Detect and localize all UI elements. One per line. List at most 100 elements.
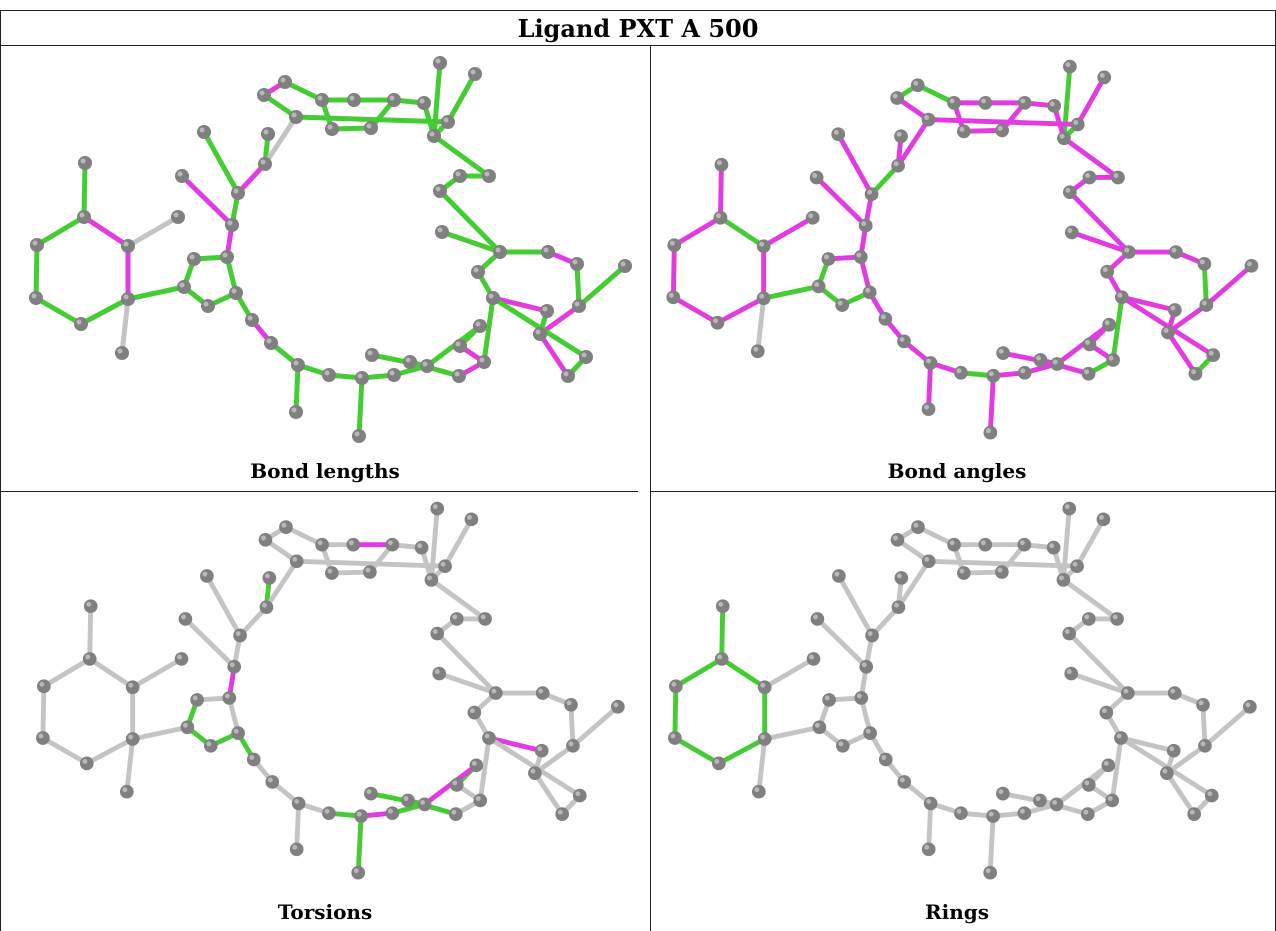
atom-highlight bbox=[1103, 760, 1109, 766]
bond bbox=[41, 656, 93, 689]
atom bbox=[482, 169, 496, 183]
atom bbox=[414, 540, 429, 555]
atom bbox=[478, 612, 492, 626]
atom bbox=[473, 319, 487, 333]
molecule-rings bbox=[668, 501, 1257, 880]
atom-highlight bbox=[123, 241, 129, 247]
caption-torsions: Torsions bbox=[277, 900, 373, 924]
atom-highlight bbox=[867, 631, 873, 636]
bond bbox=[926, 360, 933, 412]
atom-highlight bbox=[998, 348, 1004, 354]
atom bbox=[453, 169, 467, 183]
atom bbox=[1082, 170, 1097, 185]
atom-highlight bbox=[1123, 688, 1129, 694]
atom bbox=[177, 280, 191, 294]
atom bbox=[201, 299, 215, 313]
top-border bbox=[0, 10, 1276, 11]
atom-highlight bbox=[824, 254, 829, 260]
atom bbox=[923, 796, 938, 811]
atom-highlight bbox=[1162, 768, 1168, 774]
atom-highlight bbox=[716, 213, 721, 219]
atom-highlight bbox=[324, 370, 330, 376]
atom bbox=[178, 612, 193, 626]
atom-highlight bbox=[349, 95, 355, 101]
atom bbox=[1199, 298, 1214, 312]
bond bbox=[715, 295, 767, 326]
atom bbox=[438, 559, 452, 574]
atom-highlight bbox=[956, 368, 962, 374]
atom-highlight bbox=[538, 688, 544, 694]
atom-highlight bbox=[1107, 796, 1113, 801]
atom-highlight bbox=[1019, 808, 1025, 814]
atom bbox=[171, 210, 185, 224]
atom bbox=[365, 348, 379, 362]
atom bbox=[200, 569, 214, 583]
atom bbox=[233, 628, 247, 643]
atom-highlight bbox=[294, 799, 300, 804]
atom bbox=[385, 806, 400, 820]
atom-highlight bbox=[760, 734, 766, 740]
atom-highlight bbox=[1104, 320, 1110, 326]
atom bbox=[1115, 290, 1129, 305]
atom-highlight bbox=[959, 126, 965, 132]
atom-highlight bbox=[247, 315, 253, 321]
atom bbox=[464, 512, 479, 527]
atom-highlight bbox=[865, 728, 871, 734]
atom-highlight bbox=[292, 556, 298, 562]
atom bbox=[954, 806, 968, 820]
atom-highlight bbox=[173, 212, 179, 218]
atom-highlight bbox=[566, 700, 572, 706]
atom bbox=[174, 652, 189, 666]
atom bbox=[289, 405, 303, 419]
caption-bond-lengths: Bond lengths bbox=[250, 459, 400, 483]
atom bbox=[572, 299, 586, 313]
atom-highlight bbox=[557, 809, 563, 815]
atom-highlight bbox=[317, 95, 323, 101]
atom bbox=[1070, 117, 1085, 132]
atom-highlight bbox=[267, 777, 273, 783]
atom-highlight bbox=[356, 811, 362, 817]
atom-highlight bbox=[668, 292, 674, 298]
atom-highlight bbox=[280, 77, 286, 83]
bond bbox=[125, 214, 181, 249]
bond bbox=[987, 813, 996, 876]
panel-bond-lengths: Bond lengths bbox=[0, 46, 650, 491]
atom bbox=[1064, 225, 1079, 240]
atom-highlight bbox=[949, 98, 955, 104]
atom bbox=[986, 368, 1001, 383]
atom bbox=[831, 127, 846, 142]
atom bbox=[862, 285, 877, 300]
atom-highlight bbox=[177, 171, 183, 177]
atom-highlight bbox=[76, 319, 82, 325]
atom bbox=[30, 238, 44, 252]
atom-highlight bbox=[123, 294, 129, 300]
atom-highlight bbox=[1064, 629, 1070, 635]
bond bbox=[407, 359, 462, 379]
atom bbox=[921, 842, 936, 857]
atom-highlight bbox=[867, 189, 873, 195]
atom bbox=[978, 96, 993, 110]
atom-highlight bbox=[128, 682, 134, 688]
atom bbox=[448, 807, 463, 821]
atom bbox=[387, 368, 401, 382]
bond bbox=[125, 284, 187, 302]
bond bbox=[673, 656, 725, 689]
atom-highlight bbox=[189, 254, 195, 260]
atom bbox=[1049, 797, 1064, 812]
atom-highlight bbox=[1059, 133, 1065, 139]
atom-highlight bbox=[182, 722, 188, 728]
atom bbox=[278, 75, 292, 89]
atom bbox=[1070, 559, 1084, 574]
atom bbox=[190, 693, 204, 707]
atom-highlight bbox=[924, 556, 930, 562]
atom-highlight bbox=[227, 220, 233, 226]
bond bbox=[672, 683, 679, 741]
atom bbox=[1198, 738, 1212, 753]
atom bbox=[750, 344, 765, 359]
atom bbox=[995, 123, 1010, 138]
atom-highlight bbox=[1124, 247, 1130, 253]
atom bbox=[1017, 365, 1032, 380]
atom bbox=[401, 793, 415, 808]
atom-highlight bbox=[480, 614, 486, 620]
bond bbox=[481, 295, 496, 365]
